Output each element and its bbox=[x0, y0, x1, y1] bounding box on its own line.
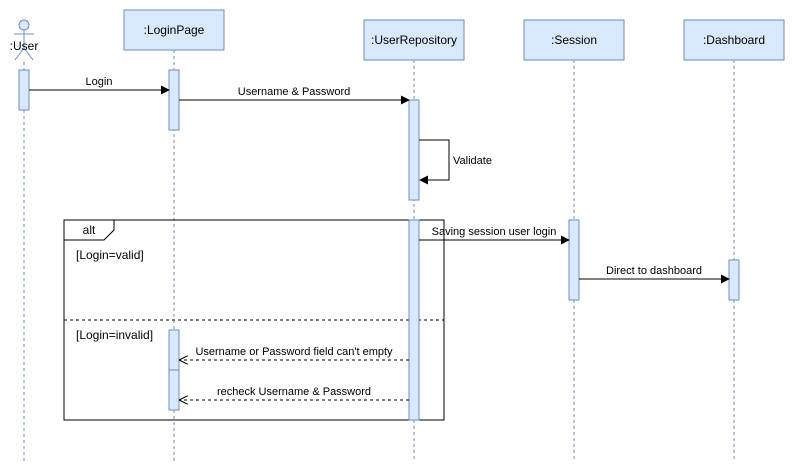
participant-session-label: :Session bbox=[551, 33, 597, 47]
message-validate-label: Validate bbox=[453, 155, 492, 167]
participant-login-page-label: :LoginPage bbox=[144, 23, 205, 37]
participant-session: :Session bbox=[523, 19, 625, 61]
message-direct-dashboard-label: Direct to dashboard bbox=[606, 265, 702, 277]
guard-invalid-label: [Login=invalid] bbox=[76, 328, 153, 342]
activation-dashboard bbox=[728, 259, 740, 301]
participant-user-label: :User bbox=[10, 39, 39, 53]
participant-user-repository: :UserRepository bbox=[363, 19, 465, 61]
participant-login-page: :LoginPage bbox=[123, 9, 225, 51]
alt-operator-tab bbox=[63, 219, 115, 241]
alt-fragment: alt [Login=valid] [Login=invalid] bbox=[63, 219, 445, 421]
guard-valid-label: [Login=valid] bbox=[76, 248, 144, 262]
activation-user bbox=[18, 69, 30, 111]
message-validate-arrow bbox=[419, 139, 450, 185]
message-username-password-label: Username & Password bbox=[238, 86, 351, 98]
alt-operator-label: alt bbox=[83, 223, 96, 237]
activation-user-repository-2 bbox=[408, 219, 420, 421]
message-recheck-label: recheck Username & Password bbox=[217, 386, 371, 398]
message-login-label: Login bbox=[86, 76, 113, 88]
activation-login-page-2 bbox=[168, 329, 180, 371]
activation-user-repository-1 bbox=[408, 99, 420, 201]
user-actor-icon bbox=[14, 19, 34, 61]
activation-session bbox=[568, 219, 580, 301]
participant-dashboard: :Dashboard bbox=[683, 19, 785, 61]
activation-login-page-3 bbox=[168, 369, 180, 411]
activation-login-page-1 bbox=[168, 69, 180, 131]
message-saving-session-label: Saving session user login bbox=[432, 226, 557, 238]
participant-user-repository-label: :UserRepository bbox=[371, 33, 457, 47]
participant-dashboard-label: :Dashboard bbox=[703, 33, 765, 47]
message-field-cant-empty-label: Username or Password field can't empty bbox=[195, 346, 393, 358]
